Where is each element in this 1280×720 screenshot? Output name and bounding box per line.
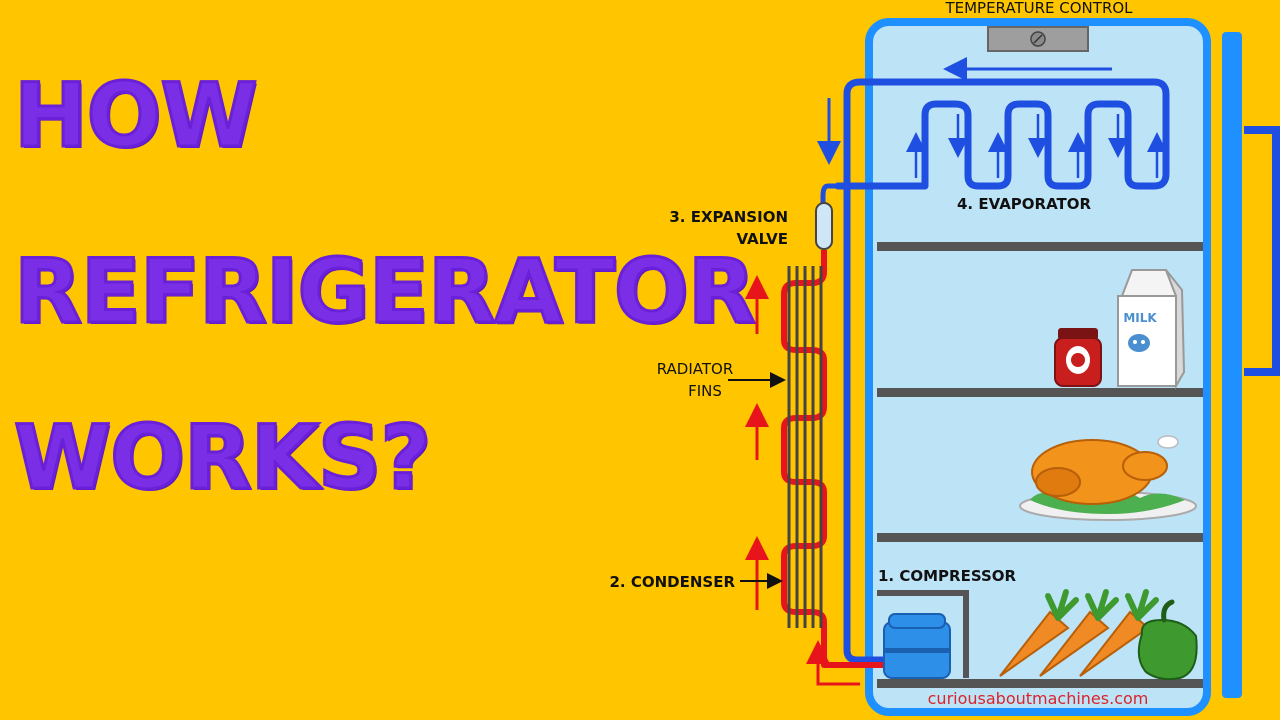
evaporator-label: 4. EVAPORATOR [957, 195, 1092, 213]
expansion-valve [815, 202, 833, 250]
compressor-unit [883, 613, 951, 679]
compressor-enclosure [877, 590, 969, 678]
shelf-1 [877, 242, 1203, 251]
milk-carton-icon: MILK [1117, 269, 1186, 390]
shelf-2 [877, 388, 1203, 397]
shelf-3 [877, 533, 1203, 542]
jam-jar-icon [1054, 328, 1102, 387]
green-pepper-icon [1137, 599, 1198, 681]
radiator-fins [787, 266, 823, 628]
radiator-fins-label-2: FINS [688, 382, 722, 400]
website-label: curiousaboutmachines.com [928, 689, 1149, 708]
roast-chicken-icon [1019, 435, 1197, 521]
compressor-label: 1. COMPRESSOR [878, 567, 1017, 585]
condenser-coil [781, 250, 884, 668]
headline-line-1: HOW [13, 64, 260, 167]
expansion-valve-label-2: VALVE [736, 230, 788, 248]
evaporator-coil [834, 78, 1170, 664]
headline-line-2: REFRIGERATOR [12, 240, 756, 343]
fridge-handle [1244, 126, 1280, 376]
radiator-fins-label-1: RADIATOR [657, 360, 734, 378]
expansion-valve-label-1: 3. EXPANSION [669, 208, 788, 226]
carrots-icon [999, 589, 1159, 677]
fridge-door-edge [1222, 32, 1242, 698]
shelf-4 [877, 679, 1203, 688]
temperature-control-label: TEMPERATURE CONTROL [944, 0, 1133, 17]
milk-label: MILK [1123, 311, 1157, 325]
headline-line-3: WORKS? [12, 406, 432, 509]
condenser-label: 2. CONDENSER [609, 573, 735, 591]
